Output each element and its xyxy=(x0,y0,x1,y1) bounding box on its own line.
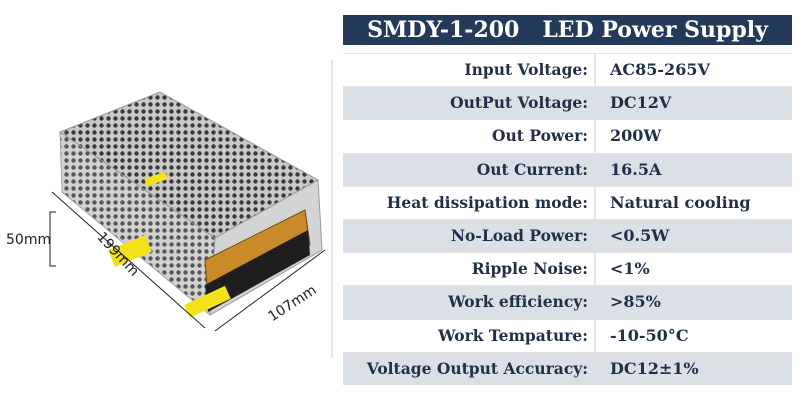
power-supply-image: 50mm 199mm 107mm xyxy=(6,91,326,332)
spec-row: Heat dissipation mode: Natural cooling xyxy=(343,185,792,219)
spec-label: Work efficiency: xyxy=(343,286,596,319)
spec-row: Work efficiency: >85% xyxy=(343,285,792,319)
spec-value: >85% xyxy=(610,292,661,312)
spec-value: 200W xyxy=(610,126,662,146)
spec-row: Out Power: 200W xyxy=(343,119,792,153)
spec-row: Ripple Noise: <1% xyxy=(343,252,792,286)
width-label: 107mm xyxy=(266,282,320,325)
spec-row: Voltage Output Accuracy: DC12±1% xyxy=(343,351,792,385)
spec-value: <0.5W xyxy=(610,225,670,245)
spec-value: 16.5A xyxy=(610,159,662,179)
spec-value: -10-50°C xyxy=(610,325,689,345)
height-dimension-line xyxy=(49,211,56,267)
spec-label: Out Current: xyxy=(343,153,596,186)
spec-value: Natural cooling xyxy=(610,192,751,212)
height-label: 50mm xyxy=(6,232,51,248)
spec-label: Heat dissipation mode: xyxy=(343,186,596,219)
spec-value: AC85-265V xyxy=(610,60,710,79)
spec-label: Work Tempature: xyxy=(343,319,596,352)
spec-label: OutPut Voltage: xyxy=(343,87,596,120)
spec-row: No-Load Power: <0.5W xyxy=(343,218,792,253)
divider xyxy=(331,60,333,358)
spec-row: Work Tempature: -10-50°C xyxy=(343,318,792,352)
spec-value: DC12±1% xyxy=(610,358,699,378)
warning-label xyxy=(108,235,152,267)
spec-value: <1% xyxy=(610,259,650,279)
spec-label: No-Load Power: xyxy=(343,219,596,253)
spec-row: Out Current: 16.5A xyxy=(343,152,792,186)
spec-table: Input Voltage: AC85-265V OutPut Voltage: DC… xyxy=(343,53,792,385)
spec-label: Input Voltage: xyxy=(343,54,596,87)
spec-row: Input Voltage: AC85-265V xyxy=(343,53,792,87)
page-title: SMDY-1-200 LED Power Supply xyxy=(343,15,792,45)
spec-label: Voltage Output Accuracy: xyxy=(343,352,596,385)
spec-value: DC12V xyxy=(610,93,672,113)
spec-row: OutPut Voltage: DC12V xyxy=(343,86,792,120)
spec-label: Ripple Noise: xyxy=(343,253,596,286)
spec-label: Out Power: xyxy=(343,120,596,153)
